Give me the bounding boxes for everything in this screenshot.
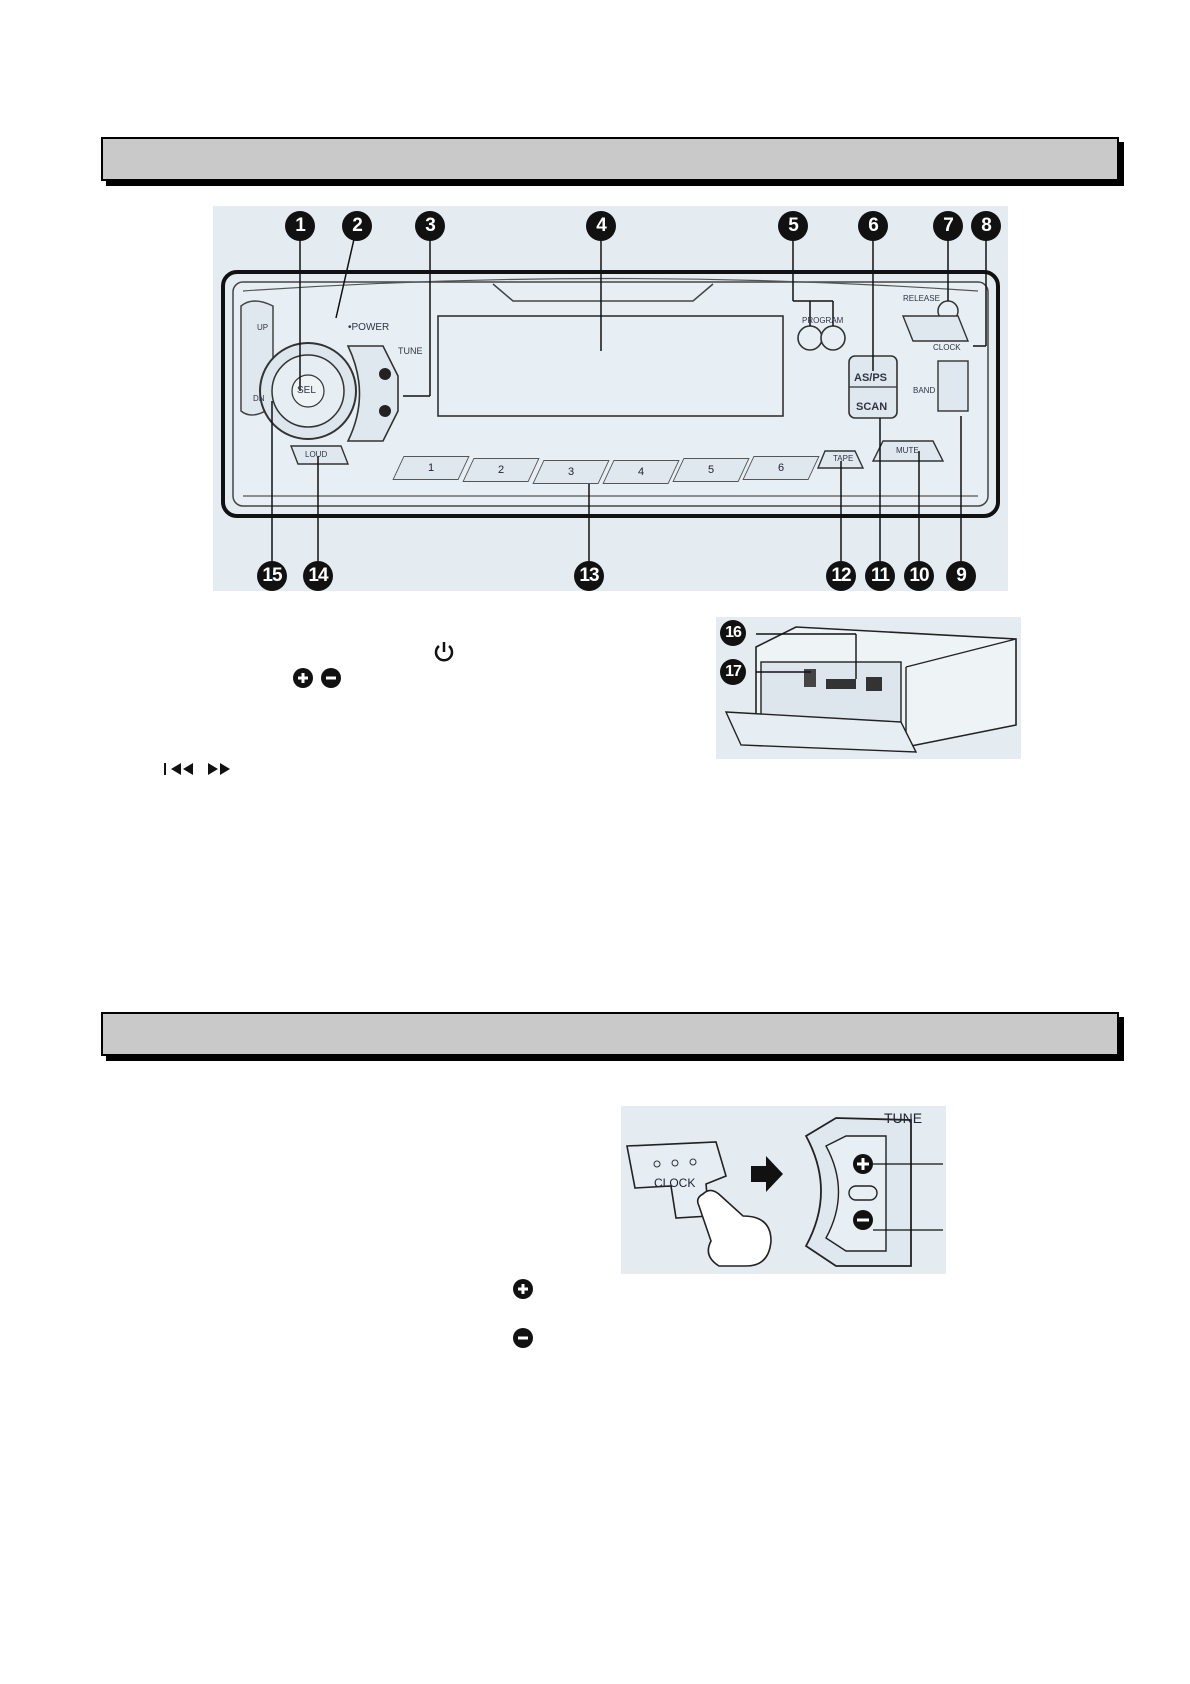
tape-label: TAPE (833, 454, 854, 463)
mute-label: MUTE (896, 446, 919, 455)
skip-forward-icon (208, 763, 230, 775)
minus-icon (321, 668, 341, 688)
callout-number: 7 (933, 211, 963, 241)
callout-number: 3 (415, 211, 445, 241)
clock-setting-drawing (626, 1117, 943, 1267)
power-label: •POWER (348, 322, 390, 333)
chassis-drawing (724, 626, 1017, 753)
plus-icon (293, 668, 313, 688)
callout-number: 17 (720, 659, 746, 685)
dn-label: DN (253, 394, 265, 403)
callout-number: 12 (826, 561, 856, 591)
callout-number: 9 (946, 561, 976, 591)
preset-button: 5 (672, 458, 750, 482)
band-label: BAND (913, 386, 936, 395)
minus-icon (513, 1328, 533, 1348)
skip-back-icon (164, 763, 193, 775)
chassis-figure: 16 17 (716, 617, 1021, 759)
up-label: UP (257, 323, 269, 332)
callout-number: 15 (257, 561, 287, 591)
callout-number: 10 (904, 561, 934, 591)
tune-label: TUNE (884, 1110, 923, 1126)
callout-number: 4 (586, 211, 616, 241)
callout-number: 2 (342, 211, 372, 241)
preset-button: 4 (602, 460, 680, 484)
preset-label: 1 (427, 462, 435, 474)
preset-button: 2 (462, 458, 540, 482)
callout-number: 16 (720, 620, 746, 646)
scan-label: SCAN (856, 401, 888, 413)
power-icon (434, 642, 454, 662)
callout-number: 11 (865, 561, 895, 591)
callout-number: 8 (971, 211, 1001, 241)
sel-label: SEL (297, 385, 316, 396)
callout-number: 13 (574, 561, 604, 591)
callout-number: 6 (858, 211, 888, 241)
preset-button: 6 (742, 456, 820, 480)
callout-number: 14 (303, 561, 333, 591)
loud-label: LOUD (305, 450, 328, 459)
preset-button: 1 (392, 456, 470, 480)
preset-label: 2 (497, 464, 505, 476)
front-panel-figure: 1 2 3 4 5 6 7 8 15 14 13 12 11 10 9 UP D… (213, 206, 1008, 591)
plus-icon (513, 1279, 533, 1299)
preset-label: 6 (777, 462, 785, 474)
preset-label: 4 (637, 466, 645, 478)
preset-button: 3 (532, 460, 610, 484)
clock-label: CLOCK (933, 343, 961, 352)
callout-number: 1 (285, 211, 315, 241)
program-label: PROGRAM (802, 316, 844, 325)
front-panel-drawing (221, 225, 1000, 561)
preset-label: 5 (707, 464, 715, 476)
clock-setting-figure: CLOCK TUNE (621, 1106, 946, 1274)
release-label: RELEASE (903, 294, 940, 303)
tune-label: TUNE (398, 346, 423, 356)
clock-button-label: CLOCK (654, 1176, 696, 1190)
section-header-bar (101, 1012, 1119, 1056)
callout-number: 5 (778, 211, 808, 241)
asps-label: AS/PS (854, 372, 888, 384)
section-header-bar (101, 137, 1119, 181)
preset-label: 3 (567, 466, 575, 478)
